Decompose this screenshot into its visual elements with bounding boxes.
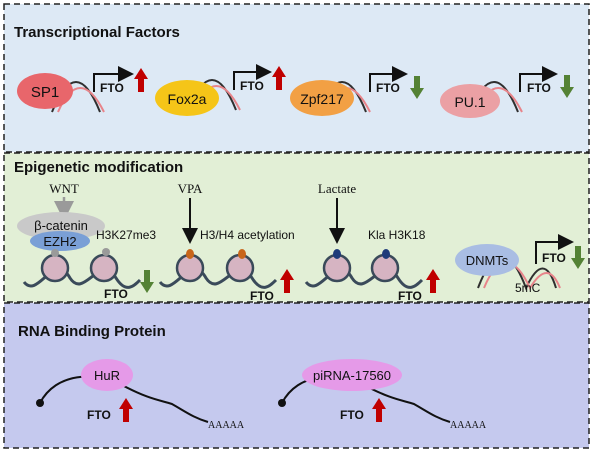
down-arrow-icon bbox=[571, 246, 585, 269]
gene-label: FTO bbox=[376, 81, 400, 95]
promoter-arrow bbox=[369, 66, 408, 92]
fto-label: FTO bbox=[250, 289, 274, 303]
panel-epigenetic-modification: Epigenetic modification WNT β-catenin EZ… bbox=[3, 152, 590, 303]
nucleosome bbox=[370, 253, 400, 283]
wnt-ezh2-group: WNT β-catenin EZH2 H3K27me3 FTO bbox=[17, 181, 156, 301]
fto-label: FTO bbox=[87, 408, 111, 422]
factor-label: SP1 bbox=[31, 84, 59, 101]
nucleosome bbox=[89, 253, 119, 283]
promoter-arrow bbox=[233, 64, 272, 90]
acetyl-mark bbox=[186, 249, 194, 259]
factor-blob bbox=[290, 80, 354, 116]
lactate-label: Lactate bbox=[318, 181, 356, 196]
up-arrow-icon bbox=[372, 398, 386, 422]
panel3-title: RNA Binding Protein bbox=[18, 323, 166, 340]
fto-label: FTO bbox=[542, 251, 566, 265]
up-arrow-icon bbox=[280, 269, 294, 293]
ezh2-blob bbox=[30, 231, 90, 251]
fto-label: FTO bbox=[340, 408, 364, 422]
panel-rna-binding-protein: RNA Binding Protein AAAAA HuR FTO AAAAA … bbox=[3, 302, 590, 449]
methyl-mark bbox=[102, 248, 110, 256]
beta-catenin-blob bbox=[17, 212, 105, 240]
chromatin-fiber bbox=[22, 268, 142, 289]
dnmts-label: DNMTs bbox=[466, 253, 509, 268]
gene-label: FTO bbox=[100, 81, 124, 95]
nucleosome bbox=[40, 253, 70, 283]
factor-pu1: PU.1 FTO bbox=[440, 66, 574, 118]
panel-transcriptional-factors: Transcriptional Factors SP1 FTO Fox2a FT… bbox=[3, 3, 590, 153]
up-arrow-icon bbox=[119, 398, 133, 422]
lactyl-mark bbox=[382, 249, 390, 259]
kla-label: Kla H3K18 bbox=[368, 228, 426, 242]
mrna-cap bbox=[278, 399, 286, 407]
factor-blob bbox=[440, 84, 500, 118]
5mc-label: 5mC bbox=[515, 281, 541, 295]
pirna-blob bbox=[302, 359, 402, 391]
lactate-group: Lactate Kla H3K18 FTO bbox=[304, 181, 440, 303]
factor-label: Fox2a bbox=[168, 91, 207, 107]
down-arrow-icon bbox=[140, 270, 154, 293]
mrna-strand bbox=[39, 375, 209, 423]
panel1-background bbox=[3, 3, 590, 153]
factor-label: Zpf217 bbox=[300, 91, 344, 107]
factor-fox2a: Fox2a FTO bbox=[155, 64, 286, 116]
hur-label: HuR bbox=[94, 368, 120, 383]
gene-label: FTO bbox=[240, 79, 264, 93]
promoter-arrow bbox=[535, 234, 574, 264]
rbp-hur: AAAAA HuR FTO bbox=[36, 359, 245, 431]
factor-sp1: SP1 FTO bbox=[17, 66, 148, 113]
acetylation-label: H3/H4 acetylation bbox=[200, 228, 295, 242]
vpa-group: VPA H3/H4 acetylation FTO bbox=[158, 181, 295, 303]
down-arrow-icon bbox=[560, 75, 574, 98]
ezh2-label: EZH2 bbox=[43, 234, 76, 249]
dnmts-group: DNMTs FTO 5mC bbox=[455, 234, 585, 295]
up-arrow-icon bbox=[134, 68, 148, 92]
panel1-title: Transcriptional Factors bbox=[14, 24, 180, 41]
down-arrow-icon bbox=[410, 76, 424, 99]
rbp-pirna: AAAAA piRNA-17560 FTO bbox=[278, 359, 487, 431]
beta-catenin-label: β-catenin bbox=[34, 218, 88, 233]
factor-blob bbox=[17, 73, 73, 109]
lactyl-mark bbox=[333, 249, 341, 259]
polya-tail: AAAAA bbox=[450, 420, 487, 431]
gene-label: FTO bbox=[527, 81, 551, 95]
hur-blob bbox=[81, 359, 133, 391]
promoter-arrow bbox=[519, 66, 558, 92]
wnt-label: WNT bbox=[49, 181, 79, 196]
vpa-label: VPA bbox=[178, 181, 203, 196]
dnmts-blob bbox=[455, 244, 519, 276]
polya-tail: AAAAA bbox=[208, 420, 245, 431]
factor-label: PU.1 bbox=[454, 94, 485, 110]
pirna-label: piRNA-17560 bbox=[313, 368, 391, 383]
fto-label: FTO bbox=[398, 289, 422, 303]
factor-zpf217: Zpf217 FTO bbox=[290, 66, 424, 116]
promoter-arrow bbox=[93, 66, 134, 92]
fto-label: FTO bbox=[104, 287, 128, 301]
panel2-title: Epigenetic modification bbox=[14, 159, 183, 176]
methyl-mark bbox=[51, 249, 59, 257]
acetyl-mark bbox=[238, 249, 246, 259]
up-arrow-icon bbox=[272, 66, 286, 90]
nucleosome bbox=[225, 253, 255, 283]
h3k27-label: H3K27me3 bbox=[96, 228, 156, 242]
factor-blob bbox=[155, 80, 219, 116]
mrna-cap bbox=[36, 399, 44, 407]
chromatin-fiber bbox=[304, 268, 424, 289]
up-arrow-icon bbox=[426, 269, 440, 293]
